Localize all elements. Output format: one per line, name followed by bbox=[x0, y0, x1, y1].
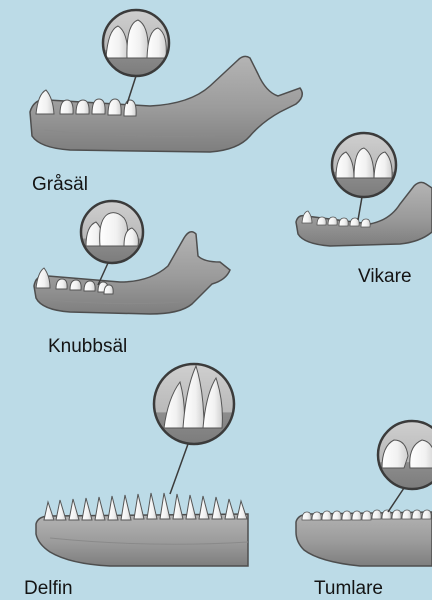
knubbsal-callout bbox=[81, 201, 143, 285]
label-tumlare: Tumlare bbox=[314, 578, 383, 599]
label-delfin: Delfin bbox=[24, 578, 73, 599]
label-grasal: Gråsäl bbox=[32, 174, 88, 195]
vikare-callout bbox=[332, 133, 396, 220]
tumlare-callout bbox=[378, 421, 432, 512]
delfin-jaw bbox=[36, 493, 248, 566]
tumlare-jaw bbox=[296, 510, 432, 566]
label-vikare: Vikare bbox=[358, 266, 412, 287]
grasal-callout bbox=[103, 10, 169, 104]
label-knubbsal: Knubbsäl bbox=[48, 336, 127, 357]
grasal-jaw bbox=[30, 56, 302, 152]
delfin-callout bbox=[154, 364, 234, 494]
grasal-teeth bbox=[36, 90, 136, 116]
